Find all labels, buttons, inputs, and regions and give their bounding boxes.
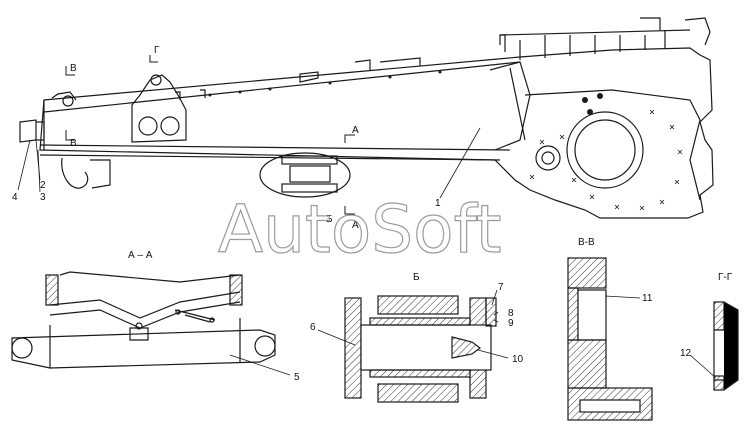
leader-5 [229,354,291,376]
callout-5: 5 [294,372,300,383]
marker-b: Б [326,214,333,225]
marker-a-bottom: А [352,220,359,231]
callout-6: 6 [310,322,316,333]
label-section-v-v: В-В [578,237,595,248]
leader-lines-main [17,127,481,199]
marker-g: Г [154,45,160,56]
section-g-g [713,301,739,391]
marker-a-top: А [352,125,359,136]
view-markers [65,55,355,215]
callout-4: 4 [12,192,18,203]
callout-7: 7 [498,282,504,293]
section-b [344,295,497,403]
callout-9: 9 [508,318,514,329]
callout-8: 8 [508,308,514,319]
section-v-v [567,257,653,421]
callout-10: 10 [512,354,524,365]
label-section-b: Б [413,272,420,283]
top-rail-dots [208,70,603,115]
section-a-a [11,271,276,369]
boom-side-view [19,17,714,219]
leader-11 [604,295,641,299]
callout-12: 12 [680,348,692,359]
label-section-a-a: А – А [128,250,153,261]
marker-v-top: В [70,63,77,74]
label-section-g-g: Г-Г [718,272,733,283]
marker-v-bottom: В [70,138,77,149]
rivet-marks [529,109,683,211]
callout-3: 3 [40,192,46,203]
leader-12 [689,354,717,379]
callout-2: 2 [40,180,46,191]
callout-1: 1 [435,198,441,209]
callout-11: 11 [642,293,653,304]
watermark-text: AutoSoft [218,191,501,268]
leader-lines-b [317,289,509,359]
